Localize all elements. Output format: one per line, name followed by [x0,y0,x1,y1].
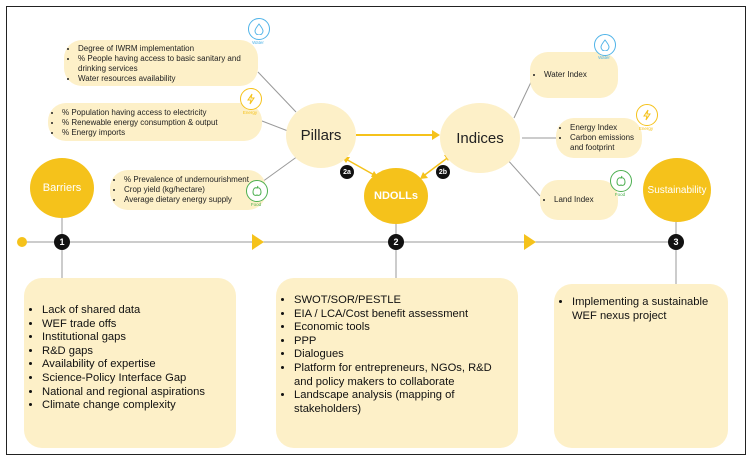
water-index-pill: Water Index [530,52,618,98]
food-icon-label: Food [250,202,262,207]
water-index-item: Water Index [544,70,587,80]
energy-icon-label-indices: Energy [638,126,654,131]
barrier-item: R&D gaps [42,345,236,359]
pillars-node: Pillars [286,103,356,168]
step-1-badge: 1 [54,234,70,250]
step-2a-badge: 2a [340,165,354,179]
land-index-item: Land Index [554,195,594,205]
barrier-item: Availability of expertise [42,358,236,372]
lightning-icon [240,88,262,110]
barrier-item: Science-Policy Interface Gap [42,372,236,386]
timeline-start-dot [17,237,27,247]
water-indicator: Degree of IWRM implementation [78,44,258,54]
sustainability-box: Implementing a sustainable WEF nexus pro… [554,284,728,448]
tool-item: Economic tools [294,321,510,335]
indices-node: Indices [440,103,520,173]
pillars-label: Pillars [300,127,342,144]
lightning-icon-indices [636,104,658,126]
tool-item: Dialogues [294,348,510,362]
energy-indicator: % Energy imports [62,128,262,138]
barriers-box: Lack of shared data WEF trade offs Insti… [24,278,236,448]
energy-index-item: Energy Index [570,123,642,133]
tool-item: PPP [294,335,510,349]
indices-label: Indices [456,129,504,147]
timeline-arrow-1 [252,234,264,250]
water-drop-icon [248,18,270,40]
barrier-item: National and regional aspirations [42,386,236,400]
step-3-badge: 3 [668,234,684,250]
energy-indicator: % Population having access to electricit… [62,108,262,118]
energy-icon-label: Energy [242,110,258,115]
step-2-badge: 2 [388,234,404,250]
tools-box: SWOT/SOR/PESTLE EIA / LCA/Cost benefit a… [276,278,518,448]
food-indicators-pill: % Prevalence of undernourishment Crop yi… [110,170,266,210]
sustainability-label: Sustainability [647,184,707,196]
energy-indicator: % Renewable energy consumption & output [62,118,262,128]
food-indicator: Average dietary energy supply [124,195,266,205]
barrier-item: Lack of shared data [42,304,236,318]
step-2b-badge: 2b [436,165,450,179]
water-drop-icon-indices [594,34,616,56]
water-indicator: % People having access to basic sanitary… [78,54,258,74]
energy-indicators-pill: % Population having access to electricit… [48,103,262,141]
barrier-item: Institutional gaps [42,331,236,345]
sustainability-item: Implementing a sustainable WEF nexus pro… [572,296,718,323]
ndolls-label: NDOLLs [374,190,418,202]
tool-item: SWOT/SOR/PESTLE [294,294,510,308]
food-icon-label-indices: Food [614,192,626,197]
ndolls-node: NDOLLs [364,168,428,224]
barrier-item: WEF trade offs [42,318,236,332]
food-indicator: % Prevalence of undernourishment [124,175,266,185]
food-indicator: Crop yield (kg/hectare) [124,185,266,195]
apple-icon-indices [610,170,632,192]
tool-item: EIA / LCA/Cost benefit assessment [294,308,510,322]
water-icon-label-indices: Water [598,55,610,60]
sustainability-node: Sustainability [643,158,711,222]
energy-index-pill: Energy Index Carbon emissions and footpr… [556,118,642,158]
land-index-pill: Land Index [540,180,618,220]
tool-item: Landscape analysis (mapping of stakehold… [294,389,510,416]
water-icon-label: Water [252,40,264,45]
water-indicators-pill: Degree of IWRM implementation % People h… [64,40,258,86]
timeline-arrow-2 [524,234,536,250]
barriers-label: Barriers [42,182,82,194]
barriers-node: Barriers [30,158,94,218]
apple-icon [246,180,268,202]
water-indicator: Water resources availability [78,74,258,84]
tool-item: Platform for entrepreneurs, NGOs, R&D an… [294,362,510,389]
barrier-item: Climate change complexity [42,399,236,413]
energy-index-item: Carbon emissions and footprint [570,133,642,153]
